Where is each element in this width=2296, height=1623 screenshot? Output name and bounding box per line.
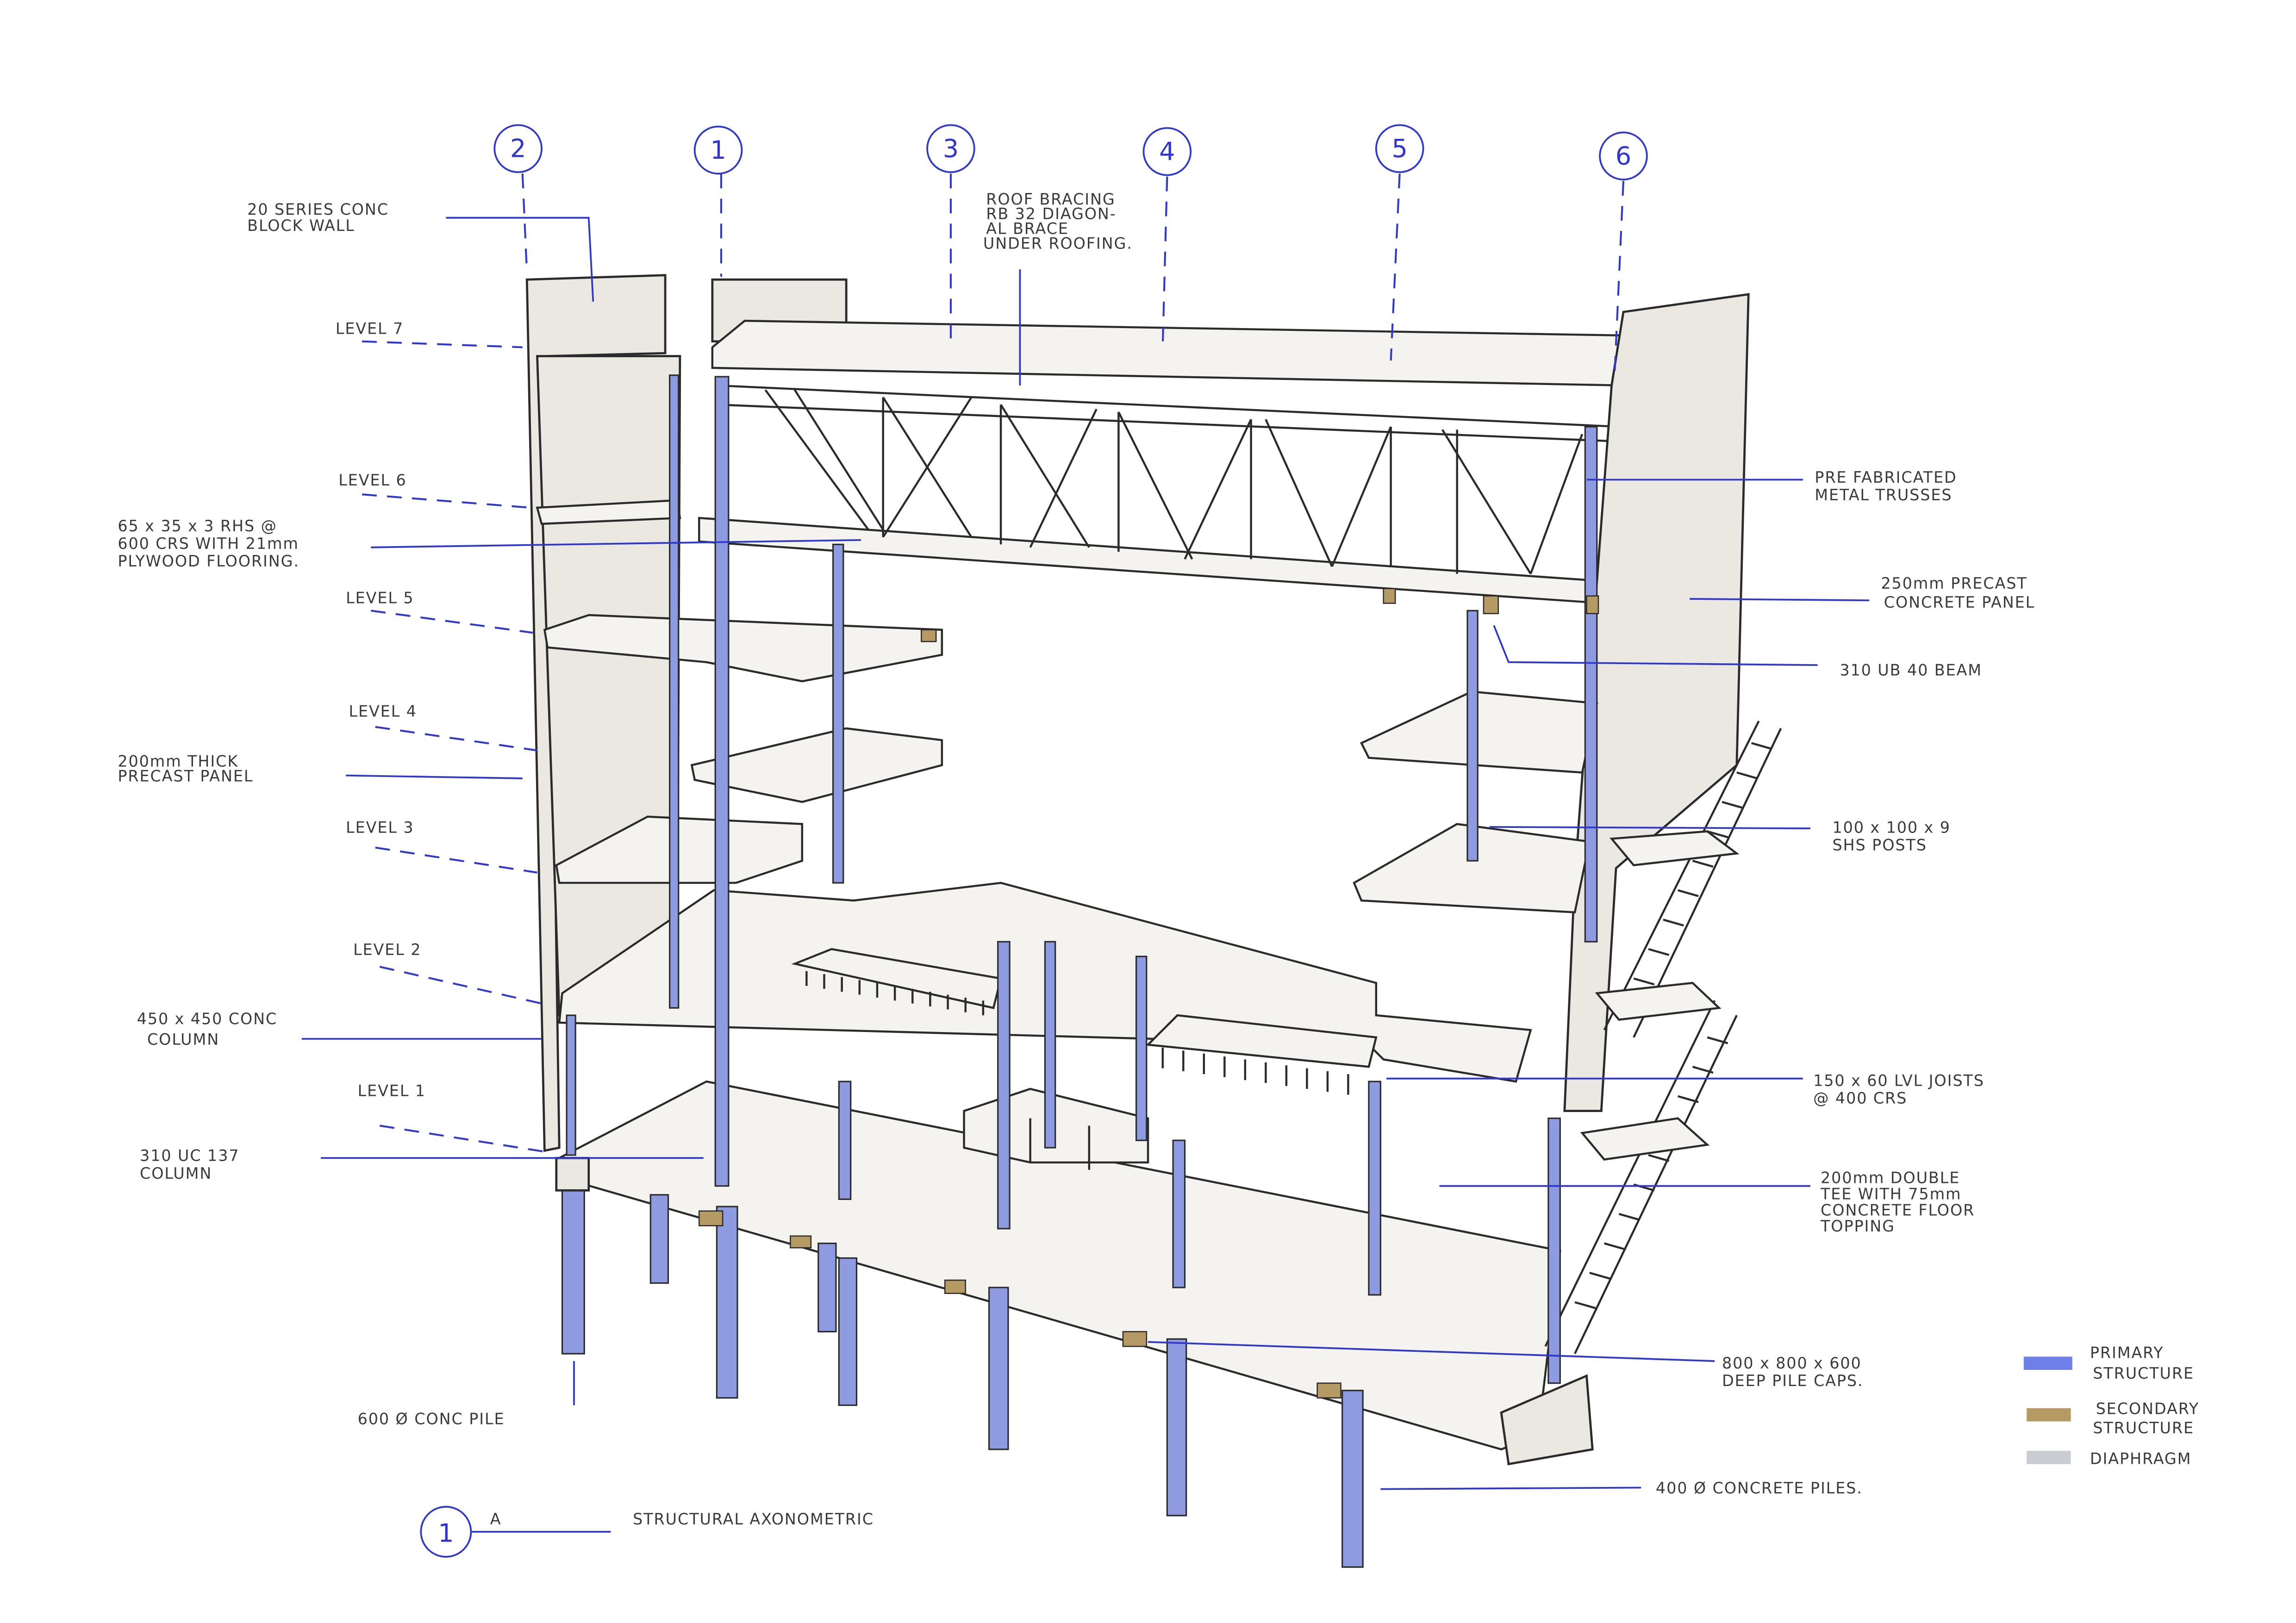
pile-caps (555, 1157, 1594, 1466)
svg-text:BLOCK WALL: BLOCK WALL (247, 217, 355, 235)
legend-secondary-structure: SECONDARY STRUCTURE (2027, 1400, 2199, 1437)
svg-text:200mm DOUBLE: 200mm DOUBLE (1821, 1169, 1960, 1187)
stairs (1544, 720, 1782, 1355)
label-level-2: LEVEL 2 (353, 941, 421, 959)
annotation-ub-beam: 310 UB 40 BEAM (1840, 661, 1982, 679)
annotation-roof-bracing: ROOF BRACING RB 32 DIAGON- AL BRACE UNDE… (983, 190, 1133, 252)
svg-text:COLUMN: COLUMN (140, 1164, 212, 1182)
piles (561, 1183, 1364, 1568)
building-model (525, 274, 1782, 1568)
svg-text:PRECAST PANEL: PRECAST PANEL (118, 767, 253, 785)
level-4-slab (690, 727, 943, 803)
level-6-floor (536, 499, 681, 525)
svg-text:SECONDARY: SECONDARY (2096, 1400, 2199, 1418)
annotation-block-wall: 20 SERIES CONC BLOCK WALL (247, 200, 389, 235)
columns (566, 374, 1598, 1384)
svg-text:PRIMARY: PRIMARY (2090, 1344, 2164, 1362)
svg-text:800 x 800 x 600: 800 x 800 x 600 (1722, 1354, 1862, 1372)
drawing-title: 1 A STRUCTURAL AXONOMETRIC (420, 1505, 874, 1558)
grid-bubble-3: 3 (926, 124, 975, 173)
svg-text:SHS POSTS: SHS POSTS (1832, 836, 1927, 854)
svg-text:200mm THICK: 200mm THICK (118, 752, 238, 771)
svg-text:CONCRETE PANEL: CONCRETE PANEL (1884, 593, 2035, 611)
svg-text:2: 2 (510, 134, 526, 163)
grid-bubble-1: 1 (693, 125, 743, 175)
annotation-precast-250: 250mm PRECAST CONCRETE PANEL (1881, 574, 2035, 611)
legend: PRIMARY STRUCTURE SECONDARY STRUCTURE DI… (2023, 1344, 2199, 1468)
svg-text:4: 4 (1159, 137, 1175, 166)
svg-text:1: 1 (710, 136, 726, 165)
svg-text:STRUCTURE: STRUCTURE (2093, 1419, 2194, 1437)
label-level-7: LEVEL 7 (336, 320, 404, 338)
annotation-pile-caps: 800 x 800 x 600 DEEP PILE CAPS. (1722, 1354, 1864, 1390)
svg-text:250mm PRECAST: 250mm PRECAST (1881, 574, 2027, 592)
annotation-conc-column: 450 x 450 CONC COLUMN (137, 1010, 278, 1049)
svg-text:ROOF BRACING: ROOF BRACING (986, 190, 1115, 208)
annotation-double-tee: 200mm DOUBLE TEE WITH 75mm CONCRETE FLOO… (1820, 1169, 1975, 1235)
annotation-rhs-flooring: 65 x 35 x 3 RHS @ 600 CRS WITH 21mm PLYW… (118, 517, 299, 570)
svg-text:PLYWOOD FLOORING.: PLYWOOD FLOORING. (118, 552, 299, 570)
right-precast-wall (1563, 293, 1750, 1112)
legend-diaphragm: DIAPHRAGM (2027, 1450, 2192, 1468)
grid-bubble-5: 5 (1375, 124, 1424, 173)
annotation-shs-posts: 100 x 100 x 9 SHS POSTS (1832, 819, 1950, 854)
svg-text:450 x 450 CONC: 450 x 450 CONC (137, 1010, 278, 1028)
svg-text:310 UC 137: 310 UC 137 (140, 1147, 239, 1165)
svg-text:6: 6 (1616, 142, 1631, 171)
roof-trusses (698, 384, 1619, 604)
label-level-4: LEVEL 4 (349, 702, 417, 720)
right-level-3-slab (1353, 823, 1591, 914)
annotation-lvl-joists: 150 x 60 LVL JOISTS @ 400 CRS (1813, 1071, 1984, 1107)
svg-text:STRUCTURE: STRUCTURE (2093, 1364, 2194, 1382)
annotation-conc-pile: 600 Ø CONC PILE (358, 1410, 505, 1428)
svg-text:1: 1 (438, 1519, 454, 1548)
roof-slab (711, 319, 1628, 387)
label-level-6: LEVEL 6 (338, 471, 406, 489)
svg-text:65 x 35 x 3 RHS @: 65 x 35 x 3 RHS @ (118, 517, 277, 535)
svg-text:AL BRACE: AL BRACE (986, 220, 1069, 238)
annotation-concrete-piles: 400 Ø CONCRETE PILES. (1656, 1479, 1863, 1497)
svg-text:100 x 100 x 9: 100 x 100 x 9 (1832, 819, 1950, 837)
svg-text:3: 3 (943, 134, 959, 163)
lvl-joists (791, 948, 1378, 1095)
right-level-4-slab (1360, 690, 1598, 774)
svg-text:@ 400 CRS: @ 400 CRS (1813, 1089, 1907, 1107)
grid-bubble-2: 2 (493, 124, 543, 173)
svg-text:150 x 60 LVL JOISTS: 150 x 60 LVL JOISTS (1813, 1071, 1984, 1089)
grid-bubble-6: 6 (1599, 131, 1648, 180)
svg-text:METAL TRUSSES: METAL TRUSSES (1815, 486, 1952, 504)
grid-lines (521, 174, 1625, 375)
svg-text:600 CRS WITH 21mm: 600 CRS WITH 21mm (118, 535, 299, 553)
annotation-trusses: PRE FABRICATED METAL TRUSSES (1815, 468, 1957, 504)
svg-text:DEEP PILE CAPS.: DEEP PILE CAPS. (1722, 1372, 1864, 1390)
svg-text:PRE FABRICATED: PRE FABRICATED (1815, 468, 1957, 486)
annotation-uc-column: 310 UC 137 COLUMN (140, 1147, 239, 1182)
svg-text:CONCRETE FLOOR: CONCRETE FLOOR (1821, 1201, 1975, 1219)
ub-beams (921, 588, 1599, 642)
svg-text:DIAPHRAGM: DIAPHRAGM (2090, 1450, 2192, 1468)
label-level-1: LEVEL 1 (358, 1082, 426, 1100)
svg-text:TEE WITH 75mm: TEE WITH 75mm (1820, 1185, 1961, 1203)
svg-text:RB 32 DIAGON-: RB 32 DIAGON- (986, 205, 1117, 223)
leader-lines (301, 217, 1869, 1490)
label-level-3: LEVEL 3 (346, 819, 414, 837)
annotation-precast-200: 200mm THICK PRECAST PANEL (118, 752, 253, 785)
svg-text:UNDER ROOFING.: UNDER ROOFING. (983, 234, 1133, 252)
svg-text:A: A (490, 1510, 502, 1528)
grid-bubble-4: 4 (1142, 127, 1192, 176)
svg-text:TOPPING: TOPPING (1820, 1217, 1895, 1235)
svg-text:5: 5 (1391, 134, 1407, 163)
svg-text:20 SERIES CONC: 20 SERIES CONC (247, 200, 389, 218)
svg-text:COLUMN: COLUMN (147, 1030, 219, 1048)
label-level-5: LEVEL 5 (346, 589, 414, 607)
legend-primary-structure: PRIMARY STRUCTURE (2023, 1344, 2194, 1382)
title-text: STRUCTURAL AXONOMETRIC (633, 1510, 874, 1528)
